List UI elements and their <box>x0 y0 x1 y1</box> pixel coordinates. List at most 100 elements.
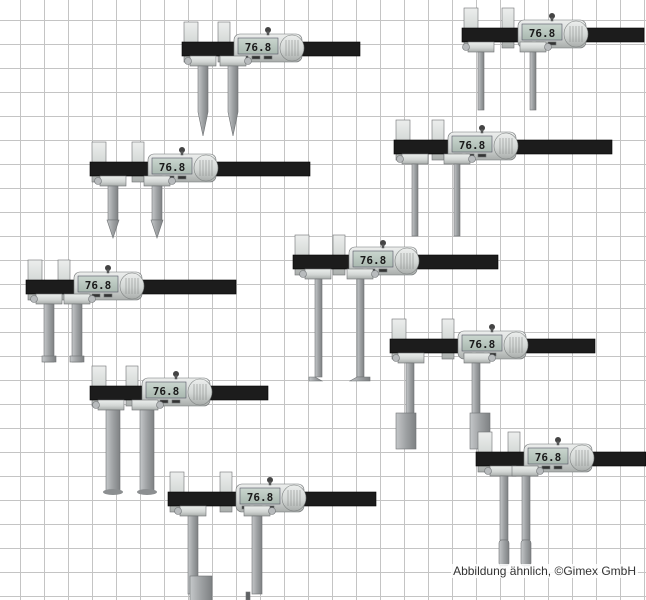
locking-screw-stem <box>381 244 385 249</box>
jaw-fixed <box>43 303 55 363</box>
locking-screw <box>549 13 555 19</box>
locking-screw-stem <box>266 31 270 36</box>
button-mode <box>177 175 187 180</box>
display-reading: 76.8 <box>529 27 556 40</box>
jaw-clamp-slider <box>143 175 171 187</box>
jaw-clamp-slider <box>443 153 471 165</box>
jaw-clamp-slider <box>219 55 247 67</box>
locking-screw <box>555 437 561 443</box>
lcd-display <box>521 23 563 41</box>
lcd-display <box>451 135 493 153</box>
caliper-conical-point-jaws: 76.8 <box>89 141 311 239</box>
clamp-knob <box>468 155 476 163</box>
jaw-moving <box>471 362 481 420</box>
clamp-knob <box>544 43 552 51</box>
clamp-knob <box>244 57 252 65</box>
clamp-knob <box>268 507 276 515</box>
locking-screw-stem <box>480 129 484 134</box>
jaw-clamp-slider <box>63 293 91 305</box>
jaw-moving-disc <box>137 489 157 495</box>
lcd-display <box>352 250 394 268</box>
jaw-clamp-fixed <box>467 41 495 53</box>
jaw-fixed-block <box>395 412 417 450</box>
jaw-clamp-fixed <box>99 175 127 187</box>
display-reading: 76.8 <box>159 161 186 174</box>
jaw-clamp-slider <box>519 41 547 53</box>
jaw-moving-tip <box>245 591 251 600</box>
caliper-short-flat-jaws: 76.8 <box>25 259 237 363</box>
lcd-display <box>237 37 279 55</box>
jaw-fixed-cylinder <box>498 539 510 567</box>
locking-screw <box>489 324 495 330</box>
jaw-fixed-step <box>189 575 213 600</box>
button-zero <box>251 55 261 60</box>
display-reading: 76.8 <box>459 139 486 152</box>
jaw-moving-foot <box>69 355 85 363</box>
jaw-fixed <box>477 51 485 111</box>
jaw-fixed <box>499 475 509 541</box>
jaw-clamp-slider <box>131 399 159 411</box>
caliper-hooked-rod-jaws: 76.8 <box>292 234 499 382</box>
jaw-fixed <box>411 163 419 237</box>
locking-screw <box>267 477 273 483</box>
clamp-knob <box>156 401 164 409</box>
jaw-clamp-fixed <box>304 268 332 280</box>
display-reading: 76.8 <box>469 338 496 351</box>
clamp-knob <box>168 177 176 185</box>
lcd-display <box>527 447 569 465</box>
locking-screw <box>265 27 271 33</box>
jaw-clamp-fixed <box>97 399 125 411</box>
lcd-display <box>77 275 119 293</box>
clamp-knob <box>184 57 192 65</box>
clamp-knob <box>88 295 96 303</box>
locking-screw <box>479 125 485 131</box>
caliper-knife-edge-jaws: 76.8 <box>181 21 361 137</box>
lcd-display <box>239 487 281 505</box>
locking-screw <box>179 147 185 153</box>
locking-screw <box>380 240 386 246</box>
jaw-clamp-slider <box>346 268 374 280</box>
jaw-fixed-disc <box>103 489 123 495</box>
caliper-cylindrical-tip-jaws: 76.8 <box>475 431 646 567</box>
jaw-moving <box>151 185 163 221</box>
caliper-step-block-jaws: 76.8 <box>167 471 377 600</box>
jaw-clamp-fixed <box>35 293 63 305</box>
clamp-knob <box>299 270 307 278</box>
jaw-fixed <box>107 185 119 221</box>
button-mode <box>477 153 487 158</box>
jaw-moving <box>71 303 83 363</box>
image-caption: Abbildung ähnlich, ©Gimex GmbH <box>451 564 638 578</box>
jaw-moving <box>227 65 239 137</box>
jaw-moving <box>529 51 537 111</box>
locking-screw-stem <box>174 375 178 380</box>
jaw-fixed <box>197 65 209 137</box>
locking-screw-stem <box>268 481 272 486</box>
jaw-clamp-slider <box>511 465 539 477</box>
locking-screw-stem <box>556 441 560 446</box>
jaw-fixed-tip <box>106 219 120 239</box>
clamp-knob <box>392 354 400 362</box>
display-reading: 76.8 <box>153 385 180 398</box>
locking-screw <box>105 265 111 271</box>
display-reading: 76.8 <box>535 451 562 464</box>
locking-screw-stem <box>106 269 110 274</box>
jaw-moving <box>453 163 461 237</box>
clamp-knob <box>371 270 379 278</box>
jaw-moving-tip <box>150 219 164 239</box>
jaw-fixed <box>314 278 323 378</box>
jaw-fixed <box>105 409 121 493</box>
clamp-knob <box>396 155 404 163</box>
jaw-clamp-fixed <box>179 505 207 517</box>
button-mode <box>378 268 388 273</box>
jaw-clamp-fixed <box>397 352 425 364</box>
jaw-clamp-fixed <box>401 153 429 165</box>
clamp-knob <box>174 507 182 515</box>
jaw-clamp-slider <box>463 352 491 364</box>
caliper-long-rod-jaws: 76.8 <box>393 119 613 237</box>
jaw-moving-hook <box>348 376 371 382</box>
jaw-moving <box>521 475 531 541</box>
clamp-knob <box>94 177 102 185</box>
display-reading: 76.8 <box>360 254 387 267</box>
button-zero <box>541 465 551 470</box>
